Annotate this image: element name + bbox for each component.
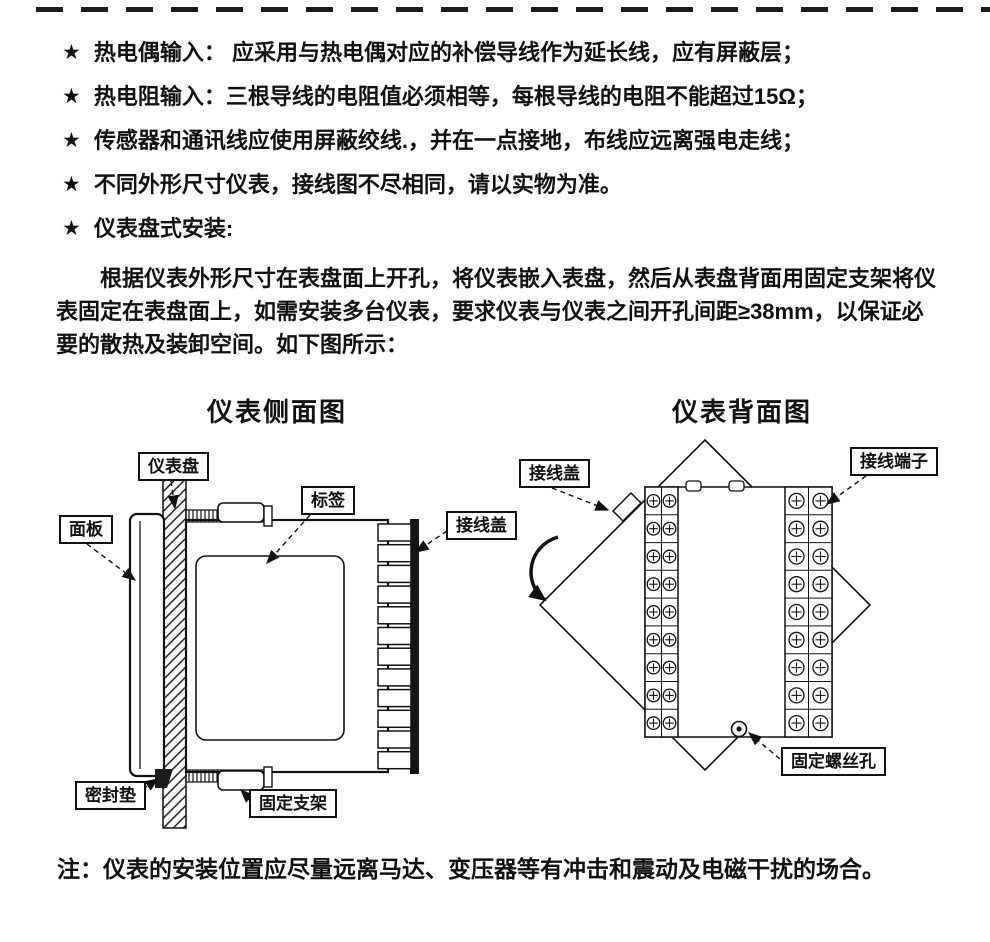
seal-gasket-shape [155,769,173,788]
fixing-screw-bottom [185,766,273,791]
star-icon: ★ [62,129,81,152]
side-label-tag: 标签 [301,486,355,515]
side-label-panel: 仪表盘 [138,452,209,481]
note-text: 热电阻输入：三根导线的电阻值必须相等，每根导线的电阻不能超过15Ω； [93,84,818,109]
back-label-cover: 接线盖 [519,459,590,488]
front-panel-shape [128,512,166,778]
leader-lines-side [86,480,448,803]
installation-paragraph: 根据仪表外形尺寸在表盘面上开孔，将仪表嵌入表盘，然后从表盘背面用固定支架将仪表固… [56,266,937,357]
side-label-cover: 接线盖 [446,511,517,540]
instrument-body [184,518,390,774]
leader-line [414,530,448,553]
back-view-drawing [528,438,872,772]
star-icon: ★ [62,85,81,108]
panel-hatch [162,479,187,829]
side-label-gasket: 密封垫 [75,781,146,810]
star-icon: ★ [62,41,81,64]
note-text: 传感器和通讯线应使用屏蔽绞线.，并在一点接地，布线应远离强电走线； [93,128,804,153]
note-item: ★ 热电偶输入： 应采用与热电偶对应的补偿导线作为延长线，应有屏蔽层； [62,38,962,68]
fixing-screw-hole-shape [730,720,748,738]
terminal-cover-slats [377,523,412,770]
fixing-screw-top [185,502,273,527]
back-tab [685,480,702,492]
back-label-terminals: 接线端子 [850,447,938,476]
terminal-strip-right [785,492,832,732]
top-dashed-rule [36,7,990,12]
side-view-title: 仪表侧面图 [207,398,348,427]
leader-line [747,732,781,760]
rotation-arrow [528,535,559,602]
star-icon: ★ [62,173,81,196]
note-item: ★ 传感器和通讯线应使用屏蔽绞线.，并在一点接地，布线应远离强电走线； [62,126,962,156]
terminal-strip-right-frame [784,486,833,738]
side-label-front: 面板 [59,515,113,544]
note-text: 仪表盘式安装: [93,216,234,241]
instrument-back [644,486,833,738]
leader-lines-back [551,475,867,760]
leader-line [825,475,867,505]
note-item: ★ 仪表盘式安装: [62,214,962,244]
terminal-cover-tab [611,491,643,523]
leader-line [86,543,137,581]
note-text: 热电偶输入： 应采用与热电偶对应的补偿导线作为延长线，应有屏蔽层； [93,40,804,65]
side-label-bracket: 固定支架 [249,789,337,818]
notes-list: ★ 热电偶输入： 应采用与热电偶对应的补偿导线作为延长线，应有屏蔽层； ★ 热电… [62,38,962,258]
terminal-cover-bar [410,519,419,774]
leader-line [551,487,610,511]
back-view-title: 仪表背面图 [672,398,813,427]
note-item: ★ 不同外形尺寸仪表，接线图不尽相同，请以实物为准。 [62,170,962,200]
leader-line [167,480,179,510]
leader-line [266,514,311,565]
note: 注：仪表的安装位置应尽量远离马达、变压器等有冲击和震动及电磁干扰的场合。 [57,856,885,882]
terminal-strip-left [645,493,678,731]
mounting-diamond [538,438,872,772]
note-item: ★ 热电阻输入：三根导线的电阻值必须相等，每根导线的电阻不能超过15Ω； [62,82,962,112]
terminal-strip-left-frame [644,486,679,738]
note-text: 不同外形尺寸仪表，接线图不尽相同，请以实物为准。 [93,172,622,197]
label-area [195,555,345,741]
star-icon: ★ [62,217,81,240]
back-tab [728,480,745,492]
side-view-drawing [86,479,448,829]
back-label-screwhole: 固定螺丝孔 [781,747,886,776]
